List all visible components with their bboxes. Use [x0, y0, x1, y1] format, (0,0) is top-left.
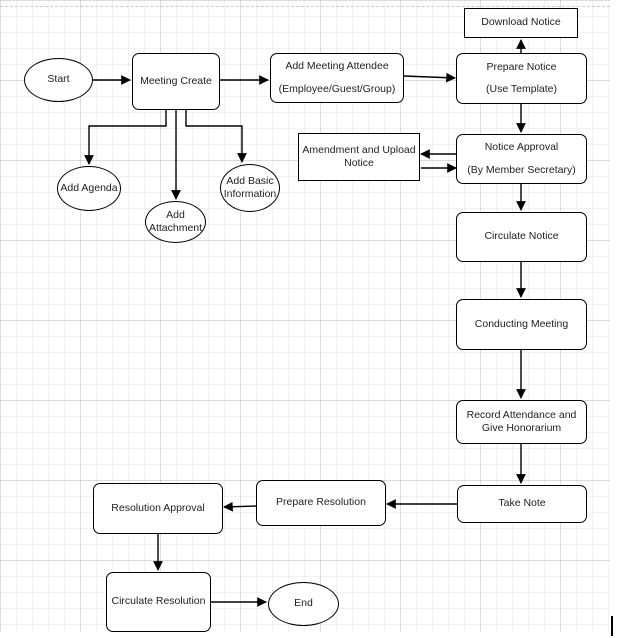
- amendment-upload-notice-label-line1: Amendment and Upload: [302, 143, 416, 156]
- add-basic-information-label-line1: Add Basic: [226, 174, 274, 187]
- add-meeting-attendee-sublabel: (Employee/Guest/Group): [278, 82, 396, 95]
- text-cursor: [611, 616, 613, 636]
- circulate-resolution-node[interactable]: Circulate Resolution: [106, 572, 211, 632]
- prepare-notice-node[interactable]: Prepare Notice (Use Template): [456, 53, 587, 104]
- arrow-attendee-to-prepare-notice: [403, 72, 456, 83]
- amendment-upload-notice-node[interactable]: Amendment and Upload Notice: [298, 133, 420, 181]
- add-agenda-node[interactable]: Add Agenda: [57, 166, 121, 211]
- conducting-meeting-node[interactable]: Conducting Meeting: [456, 299, 587, 350]
- prepare-notice-label: Prepare Notice: [486, 60, 557, 73]
- diagram-canvas: Start Meeting Create Add Meeting Attende…: [0, 0, 610, 632]
- start-node[interactable]: Start: [24, 58, 93, 102]
- notice-approval-node[interactable]: Notice Approval (By Member Secretary): [456, 134, 587, 184]
- arrow-prepare-resolution-to-approval: [223, 501, 257, 512]
- add-attachment-node[interactable]: Add Attachment: [145, 201, 206, 243]
- record-attendance-node[interactable]: Record Attendance and Give Honorarium: [456, 400, 587, 444]
- record-attendance-label-line2: Give Honorarium: [481, 422, 562, 434]
- notice-approval-sublabel: (By Member Secretary): [467, 163, 576, 176]
- add-attachment-label-line1: Add: [166, 208, 185, 221]
- prepare-notice-sublabel: (Use Template): [486, 83, 557, 95]
- end-label: End: [294, 597, 313, 610]
- arrow-meeting-create-to-basic-info: [185, 110, 247, 163]
- conducting-meeting-label: Conducting Meeting: [474, 317, 569, 330]
- add-agenda-label: Add Agenda: [60, 181, 118, 194]
- add-basic-information-label-line2: Information: [223, 188, 277, 200]
- amendment-upload-notice-label-line2: Notice: [344, 157, 374, 169]
- meeting-create-node[interactable]: Meeting Create: [132, 53, 220, 110]
- arrow-meeting-create-to-agenda: [84, 110, 167, 165]
- take-note-label: Take Note: [498, 497, 546, 510]
- circulate-notice-label: Circulate Notice: [484, 230, 559, 243]
- take-note-node[interactable]: Take Note: [457, 485, 587, 523]
- resolution-approval-label: Resolution Approval: [111, 501, 205, 514]
- meeting-create-label: Meeting Create: [140, 74, 212, 87]
- circulate-resolution-label: Circulate Resolution: [111, 595, 206, 608]
- add-meeting-attendee-label: Add Meeting Attendee: [285, 60, 389, 73]
- prepare-resolution-node[interactable]: Prepare Resolution: [256, 480, 386, 526]
- resolution-approval-node[interactable]: Resolution Approval: [93, 483, 223, 534]
- record-attendance-label-line1: Record Attendance and: [466, 408, 577, 421]
- download-notice-label: Download Notice: [481, 16, 561, 29]
- notice-approval-label: Notice Approval: [484, 141, 559, 154]
- circulate-notice-node[interactable]: Circulate Notice: [456, 212, 587, 262]
- end-node[interactable]: End: [268, 582, 339, 626]
- add-basic-information-node[interactable]: Add Basic Information: [220, 164, 280, 212]
- start-label: Start: [47, 73, 70, 86]
- add-meeting-attendee-node[interactable]: Add Meeting Attendee (Employee/Guest/Gro…: [270, 53, 404, 103]
- download-notice-node[interactable]: Download Notice: [464, 8, 578, 38]
- add-attachment-label-line2: Attachment: [148, 222, 203, 234]
- prepare-resolution-label: Prepare Resolution: [276, 496, 366, 509]
